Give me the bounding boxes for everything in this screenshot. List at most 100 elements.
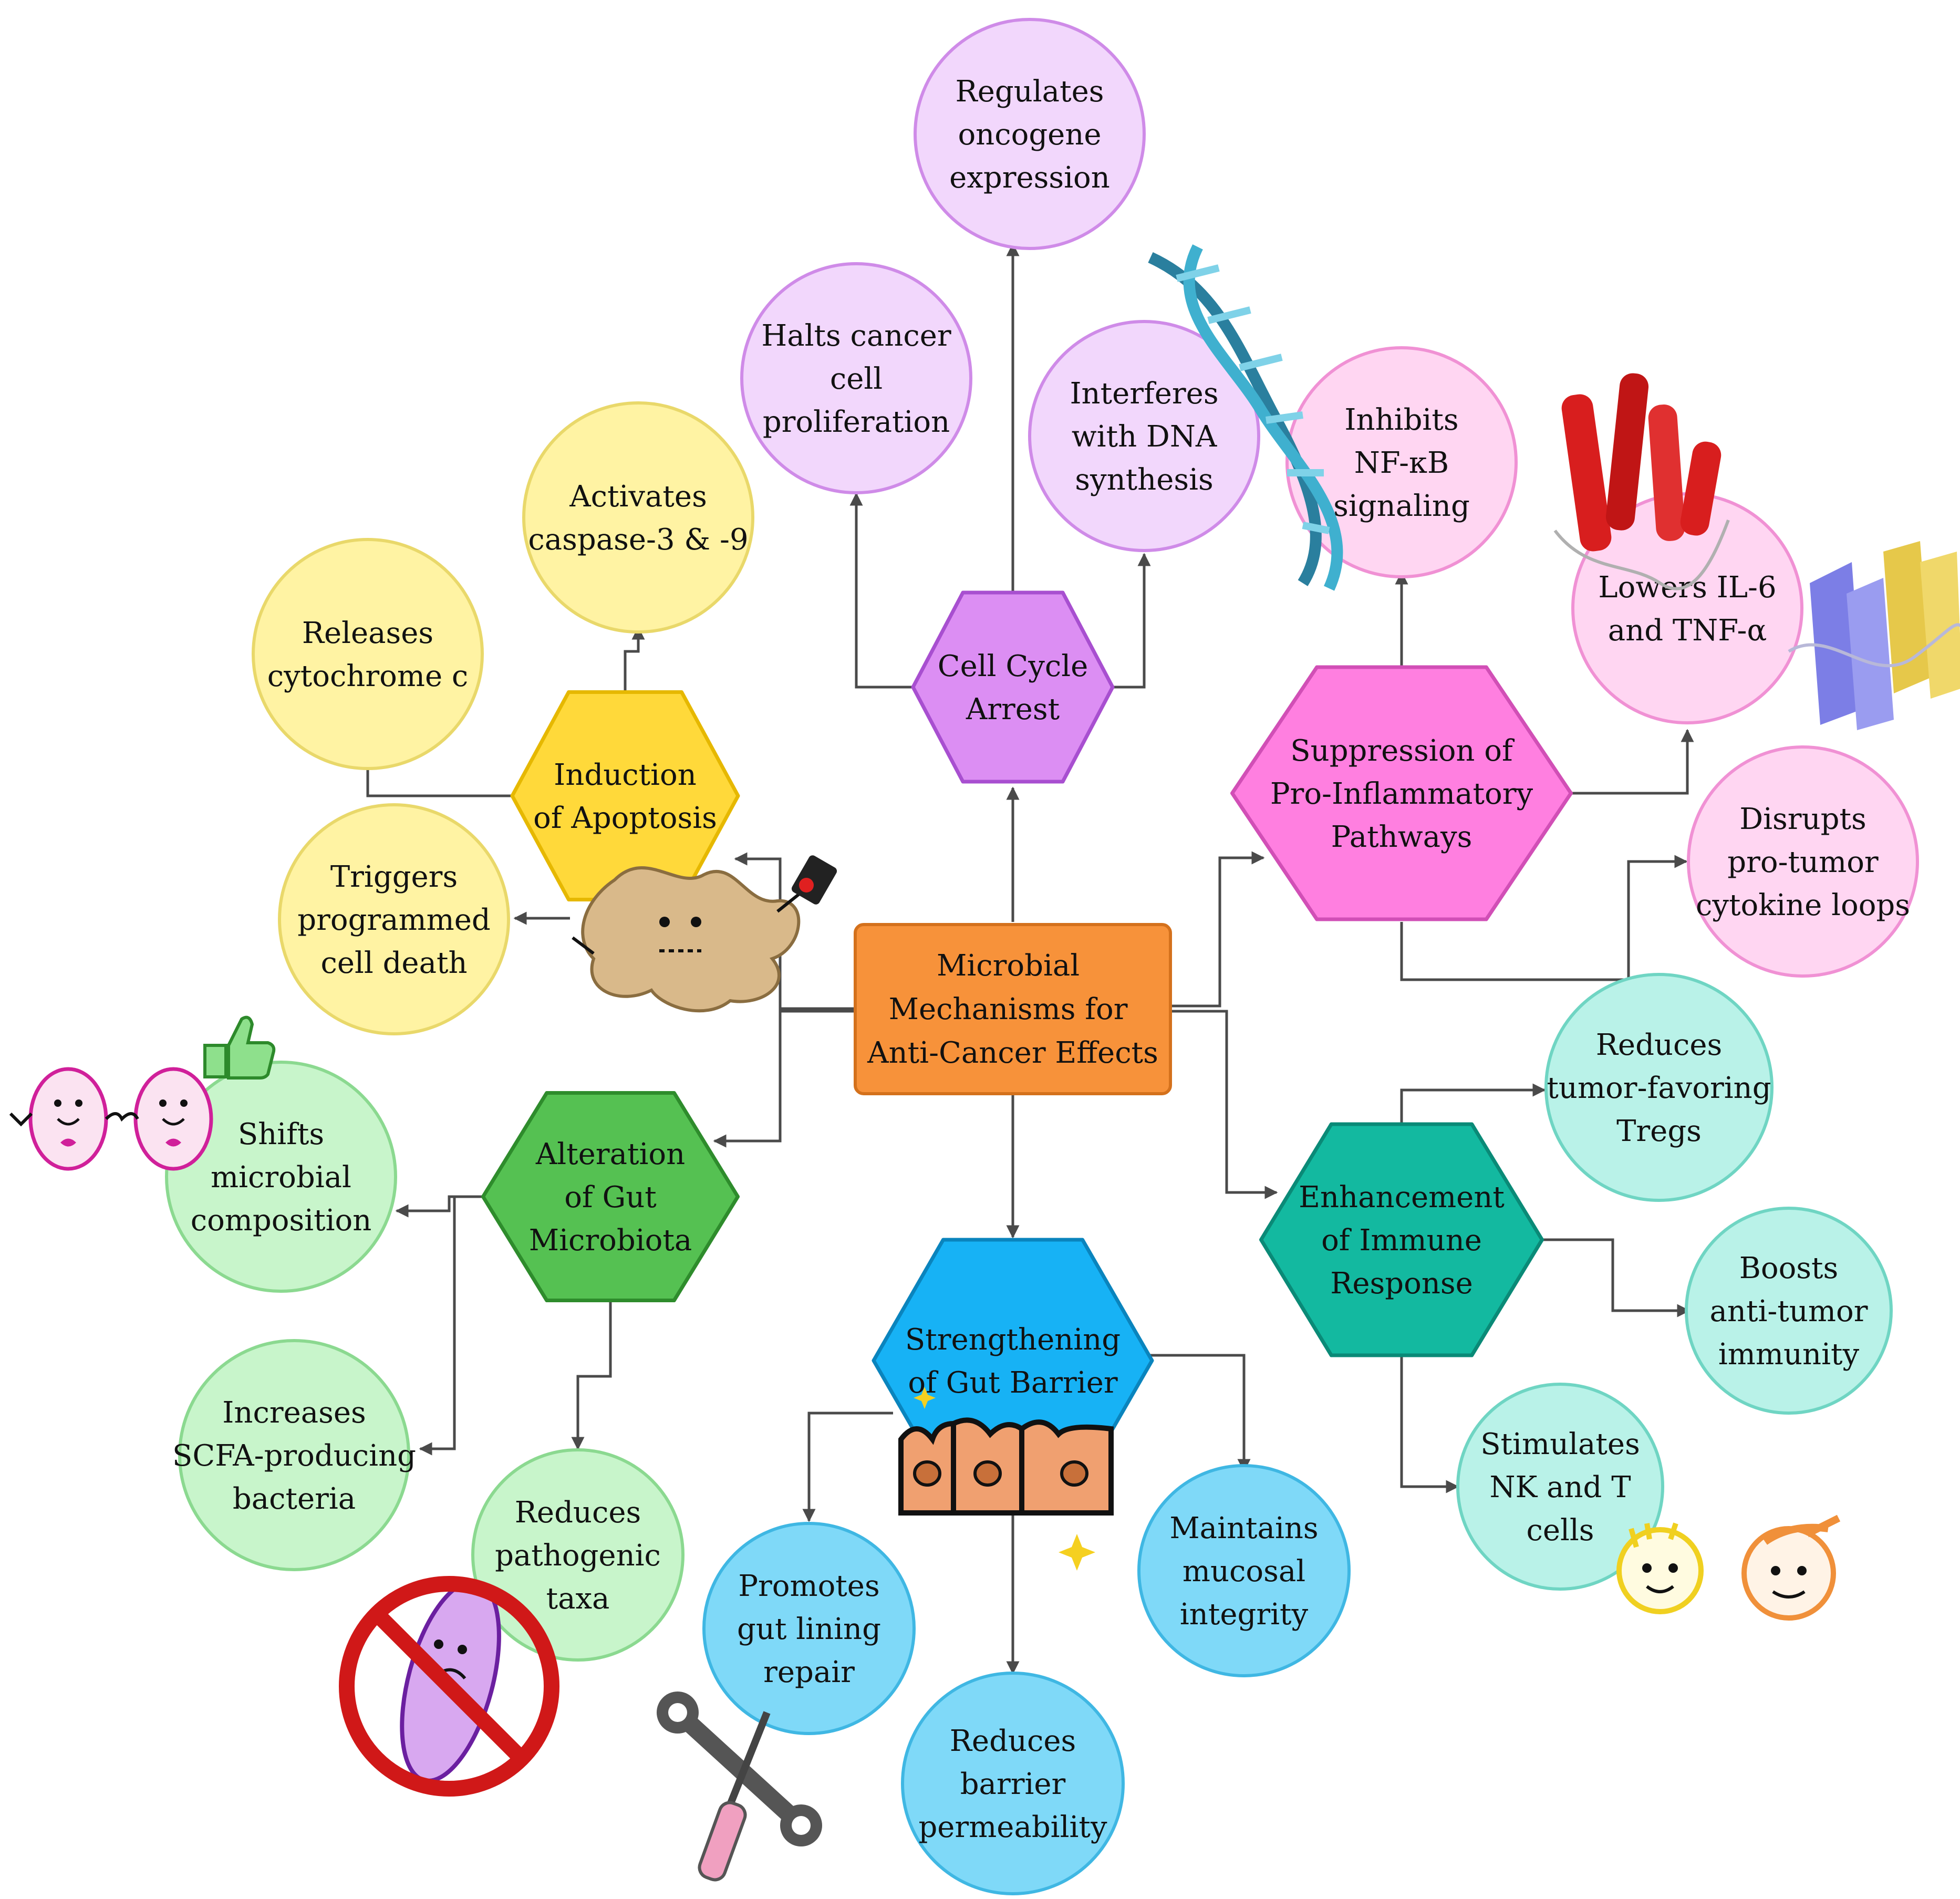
- hub-cell-cycle-arrest-label-line2: Arrest: [966, 692, 1060, 727]
- leaf-circle-inhibits-nf-kb-signaling: [1285, 346, 1518, 578]
- leaf-activates-caspase-label-line2: caspase-3 & -9: [528, 523, 748, 557]
- hub-induction-of-apoptosis-label-line2: of Apoptosis: [533, 801, 717, 835]
- svg-text:Microbial Mechanisms for: Microbial Mechanisms for Anti-Cancer Eff…: [867, 949, 1158, 1070]
- hub-strengthening-of-gut-barrier: Strengthening of Gut Barrier: [872, 1238, 1154, 1483]
- leaf-promotes-gut-lining-repair-label-line1: Promotes: [738, 1569, 879, 1603]
- leaf-circle-triggers-programmed-cell-death: [278, 803, 510, 1035]
- leaf-reduces-tumor-favoring-tregs-label-line3: Tregs: [1616, 1114, 1702, 1148]
- leaf-promotes-gut-lining-repair: Promotes gut lining repair: [702, 1522, 916, 1735]
- illustrations: [9, 244, 1960, 1882]
- no-pathogen-icon: [339, 1576, 559, 1797]
- dying-cell-character-icon: [572, 855, 837, 1013]
- leaf-regulates-oncogene-expression-label-line2: oncogene: [958, 118, 1101, 152]
- leaf-reduces-barrier-permeability-label-line1: Reduces: [950, 1724, 1076, 1758]
- leaf-triggers-programmed-cell-death-label-line2: programmed: [297, 903, 491, 937]
- leaf-maintains-mucosal-integrity-label-line3: integrity: [1180, 1597, 1309, 1632]
- leaf-circle-stimulates-nk-and-t-cells: [1456, 1383, 1664, 1591]
- edge-microbiota-to-shifts: [395, 1195, 482, 1218]
- hub-hexagon-enhancement-of-immune-response: [1259, 1122, 1544, 1357]
- leaf-circle-regulates-oncogene-expression: [914, 18, 1146, 250]
- leaf-increases-scfa-producing-bacteria-label-line1: Increases: [222, 1396, 366, 1430]
- center-label-line3: Anti-Cancer Effects: [867, 1036, 1158, 1070]
- leaf-halts-cancer-cell-proliferation-label-line3: proliferation: [763, 405, 950, 439]
- edge-apoptosis-to-caspase: [624, 626, 645, 692]
- leaf-regulates-oncogene-expression-label-line3: expression: [949, 161, 1110, 195]
- leaf-interferes-with-dna-synthesis-label-line3: synthesis: [1075, 463, 1214, 497]
- beta-sheet-structure-icon: [1788, 541, 1960, 730]
- leaf-circle-promotes-gut-lining-repair: [702, 1522, 916, 1735]
- immune-cell-faces-icon: [1616, 1514, 1841, 1621]
- leaf-boosts-anti-tumor-immunity-label-line3: immunity: [1718, 1337, 1860, 1372]
- leaf-stimulates-nk-and-t-cells-label-line1: Stimulates: [1480, 1427, 1640, 1461]
- leaf-circle-maintains-mucosal-integrity: [1137, 1464, 1351, 1677]
- leaf-interferes-with-dna-synthesis-label-line2: with DNA: [1072, 420, 1217, 454]
- leaf-interferes-with-dna-synthesis-label-line1: Interferes: [1070, 377, 1218, 411]
- hub-alteration-of-gut-microbiota-label-line2: of Gut: [564, 1180, 657, 1215]
- hub-enhancement-of-immune-response-label-line2: of Immune: [1321, 1223, 1482, 1258]
- leaf-activates-caspase-label-line1: Activates: [569, 480, 707, 514]
- leaf-circle-reduces-tumor-favoring-tregs: [1544, 973, 1774, 1202]
- edge-inflammatory-to-il6: [1571, 729, 1694, 795]
- leaf-promotes-gut-lining-repair-label-line3: repair: [763, 1655, 855, 1689]
- hub-suppression-of-pro-inflammatory-pathways-label-line3: Pathways: [1331, 820, 1472, 854]
- leaf-activates-caspase: Activates caspase-3 & -9: [522, 401, 754, 634]
- hub-induction-of-apoptosis-label-line1: Induction: [554, 758, 697, 792]
- leaf-lowers-il6-tnfa-label-line2: and TNF-α: [1608, 614, 1767, 648]
- leaf-inhibits-nf-kb-signaling-label-line1: Inhibits: [1344, 403, 1458, 437]
- leaf-regulates-oncogene-expression-label-line1: Regulates: [956, 75, 1104, 109]
- leaf-regulates-oncogene-expression: Regulates oncogene expression: [914, 18, 1146, 250]
- center-node: Microbial Mechanisms for Anti-Cancer Eff…: [854, 923, 1172, 1095]
- leaf-shifts-microbial-composition-label-line3: composition: [191, 1203, 372, 1238]
- leaf-promotes-gut-lining-repair-label-line2: gut lining: [737, 1612, 881, 1646]
- leaf-circle-reduces-barrier-permeability: [901, 1672, 1125, 1895]
- center-label-line1: Microbial: [937, 949, 1080, 983]
- leaf-maintains-mucosal-integrity-label-line1: Maintains: [1169, 1511, 1318, 1545]
- hub-hexagon-induction-of-apoptosis: [510, 690, 740, 901]
- leaf-reduces-pathogenic-taxa-label-line3: taxa: [546, 1582, 610, 1616]
- leaf-reduces-barrier-permeability-label-line3: permeability: [918, 1810, 1107, 1844]
- edge-immune-to-boosts: [1542, 1238, 1691, 1317]
- edge-microbiota-to-scfa: [419, 1195, 482, 1456]
- edge-center-to-inflammatory: [1171, 851, 1265, 1008]
- leaf-reduces-tumor-favoring-tregs-label-line2: tumor-favoring: [1547, 1071, 1771, 1105]
- leaf-reduces-tumor-favoring-tregs-label-line1: Reduces: [1596, 1028, 1722, 1062]
- leaf-interferes-with-dna-synthesis: Interferes with DNA synthesis: [1028, 320, 1260, 552]
- gut-epithelium-cells-icon: [898, 1387, 1114, 1571]
- leaf-triggers-programmed-cell-death-label-line3: cell death: [320, 946, 467, 980]
- protein-structure-icon: [1553, 373, 1730, 590]
- dna-helix-icon: [1148, 244, 1343, 591]
- leaf-disrupts-pro-tumor-cytokine-loops-label-line1: Disrupts: [1739, 802, 1866, 836]
- hub-suppression-of-pro-inflammatory-pathways-label-line2: Pro-Inflammatory: [1270, 777, 1533, 811]
- hub-enhancement-of-immune-response-label-line3: Response: [1330, 1267, 1473, 1301]
- thumbs-up-icon: [203, 1015, 276, 1080]
- hub-strengthening-of-gut-barrier-label-line2: of Gut Barrier: [908, 1366, 1117, 1400]
- hub-strengthening-of-gut-barrier-label-line1: Strengthening: [905, 1323, 1121, 1357]
- hub-hexagon-cell-cycle-arrest: [911, 590, 1115, 784]
- leaf-circle-halts-cancer-cell-proliferation: [740, 262, 972, 494]
- hub-alteration-of-gut-microbiota-label-line3: Microbiota: [529, 1223, 692, 1258]
- edge-center-to-microbiota: [713, 1010, 854, 1148]
